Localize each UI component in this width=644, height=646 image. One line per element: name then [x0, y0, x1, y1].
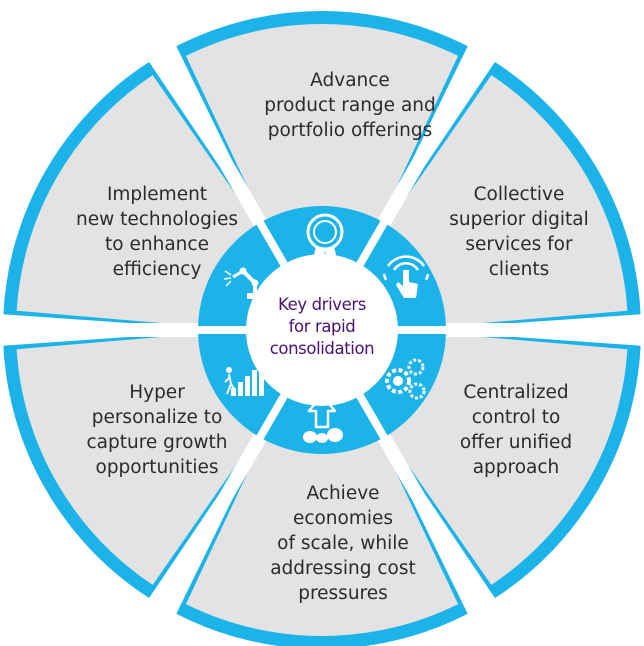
label-line: clients	[489, 259, 549, 280]
center-circle	[246, 254, 398, 406]
arrow-up-money-bags-icon	[303, 393, 343, 443]
label-line: Achieve	[306, 483, 379, 504]
touch-wireless-icon	[382, 255, 430, 298]
label-line: superior digital	[449, 209, 589, 230]
petal-layer	[0, 11, 644, 646]
center-title-line: consolidation	[270, 339, 374, 358]
label-upper-left: Implement new technologies to enhance effic…	[76, 184, 238, 280]
label-line: Advance	[310, 70, 390, 91]
climbing-bar-chart-icon	[224, 364, 264, 396]
label-lower-left: Hyper personalize to capture growth opportu…	[86, 382, 227, 478]
center-hub: Key drivers for rapid consolidation	[246, 254, 398, 406]
ring-gap	[356, 393, 389, 442]
label-line: services for	[465, 234, 573, 255]
label-line: portfolio offerings	[268, 120, 433, 141]
label-line: pressures	[298, 583, 388, 604]
center-title: Key drivers for rapid consolidation	[270, 295, 374, 358]
ring-gap	[356, 218, 389, 267]
petal-bottom	[176, 396, 468, 646]
label-line: personalize to	[92, 407, 223, 428]
label-line: of scale, while	[277, 533, 409, 554]
petal-body-bottom	[185, 397, 459, 636]
label-line: to enhance	[105, 234, 209, 255]
label-layer: Advance product range and portfolio offeri…	[76, 70, 589, 604]
label-line: Hyper	[129, 382, 185, 403]
petal-top	[176, 11, 468, 264]
label-top: Advance product range and portfolio offeri…	[264, 70, 436, 141]
label-line: Centralized	[463, 382, 568, 403]
label-line: offer unified	[460, 432, 572, 453]
petal-body-top	[185, 24, 459, 263]
gears-icon	[385, 358, 426, 400]
label-line: economies	[293, 508, 393, 529]
label-line: new technologies	[76, 209, 238, 230]
center-title-line: Key drivers	[278, 295, 366, 314]
label-line: opportunities	[96, 457, 219, 478]
ring-gap	[255, 393, 288, 442]
label-line: approach	[473, 457, 560, 478]
ring-gap	[255, 218, 288, 267]
label-bottom: Achieve economies of scale, while addressin…	[270, 483, 416, 604]
label-upper-right: Collective superior digital services for cl…	[449, 184, 589, 280]
label-line: efficiency	[113, 259, 202, 280]
label-line: product range and	[264, 95, 436, 116]
label-line: addressing cost	[270, 558, 416, 579]
center-title-line: for rapid	[289, 317, 356, 336]
label-line: capture growth	[86, 432, 227, 453]
label-line: Collective	[474, 184, 565, 205]
label-lower-right: Centralized control to offer unified approa…	[460, 382, 572, 478]
label-line: control to	[472, 407, 561, 428]
label-line: Implement	[107, 184, 207, 205]
